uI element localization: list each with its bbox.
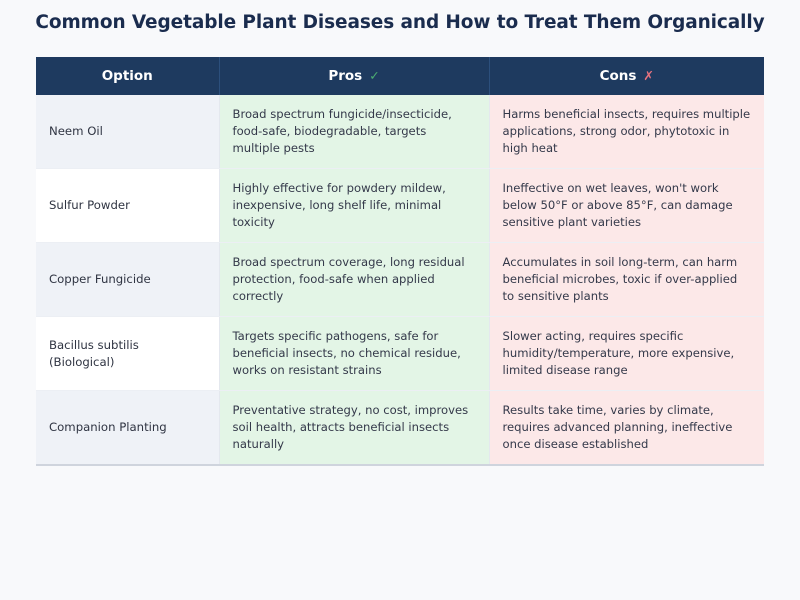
cell-cons: Ineffective on wet leaves, won't work be… [489,168,764,244]
cell-cons: Results take time, varies by climate, re… [489,390,764,465]
column-header-cons: Cons ✗ [489,57,764,95]
cell-option: Copper Fungicide [36,242,220,318]
column-header-pros: Pros ✓ [219,57,490,95]
table-header: Option Pros ✓ Cons ✗ [36,57,764,95]
table-header-row: Option Pros ✓ Cons ✗ [36,57,764,95]
column-header-option-label: Option [101,68,153,84]
cell-pros: Highly effective for powdery mildew, ine… [219,168,490,244]
table-row: Sulfur Powder Highly effective for powde… [36,168,764,244]
comparison-table-container: Option Pros ✓ Cons ✗ [36,57,764,467]
cell-cons: Harms beneficial insects, requires multi… [489,95,764,170]
column-header-option: Option [36,57,220,95]
check-icon: ✓ [369,67,380,83]
column-header-cons-label: Cons [599,68,637,84]
cell-cons: Slower acting, requires specific humidit… [489,316,764,392]
table-row: Copper Fungicide Broad spectrum coverage… [36,242,764,318]
table-row: Companion Planting Preventative strategy… [36,390,764,465]
page-title: Common Vegetable Plant Diseases and How … [35,12,765,33]
cross-icon: ✗ [643,67,654,83]
cell-cons: Accumulates in soil long-term, can harm … [489,242,764,318]
cell-option: Neem Oil [36,95,220,170]
column-header-pros-label: Pros [328,68,363,84]
cell-option: Sulfur Powder [36,168,220,244]
cell-pros: Broad spectrum coverage, long residual p… [219,242,490,318]
table-body: Neem Oil Broad spectrum fungicide/insect… [36,95,764,465]
cell-pros: Broad spectrum fungicide/insecticide, fo… [219,95,490,170]
cell-option: Bacillus subtilis (Biological) [36,316,220,392]
table-row: Bacillus subtilis (Biological) Targets s… [36,316,764,392]
cell-pros: Targets specific pathogens, safe for ben… [219,316,490,392]
cell-pros: Preventative strategy, no cost, improves… [219,390,490,465]
cell-option: Companion Planting [36,390,220,465]
table-row: Neem Oil Broad spectrum fungicide/insect… [36,95,764,170]
comparison-table: Option Pros ✓ Cons ✗ [36,57,764,465]
